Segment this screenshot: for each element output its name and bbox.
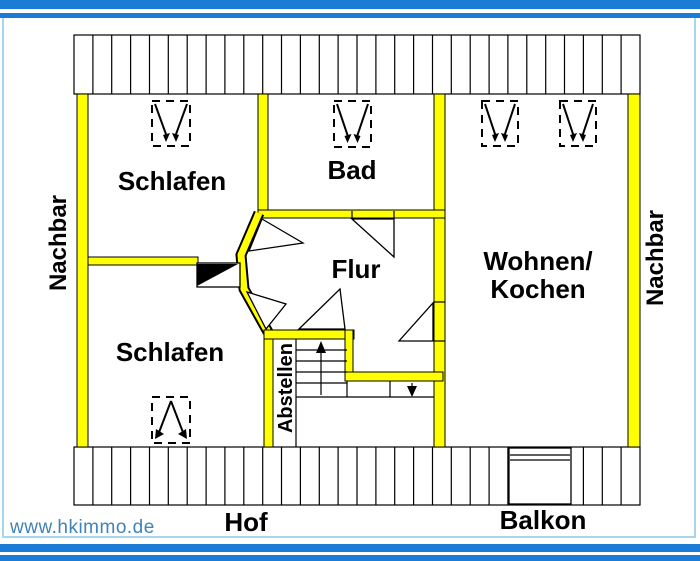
- opening-arrow-head: [570, 133, 577, 142]
- door-swings: [245, 218, 434, 342]
- roof-window-sash: [170, 400, 185, 436]
- top-border-stripe-outer: [0, 0, 700, 9]
- roof-window-sash: [484, 103, 497, 138]
- top-roof-band: [73, 34, 641, 95]
- roof-window-frame: [151, 100, 191, 147]
- room-label-wohnen-kochen: Wohnen/ Kochen: [483, 247, 592, 303]
- bottom-border-stripe-inner: [0, 544, 700, 552]
- room-label-flur: Flur: [331, 254, 381, 284]
- room-label-bad: Bad: [327, 155, 377, 185]
- right-outer-wall: [627, 93, 641, 448]
- schlafen-bad-divider-wall: [257, 93, 269, 216]
- stair-north-wall: [263, 329, 355, 340]
- roof-window-icon: [151, 100, 191, 147]
- room-label-abstellen: Abstellen: [275, 342, 297, 434]
- abstellen-west-wall: [263, 338, 274, 448]
- exterior-label-nachbar-left: Nachbar: [45, 194, 72, 292]
- exterior-label-hof: Hof: [224, 507, 268, 537]
- top-border-stripe-inner: [0, 13, 700, 18]
- flur-upper-door-swing-icon: [247, 218, 305, 252]
- opening-arrow-head: [579, 133, 586, 142]
- opening-arrow-head: [353, 134, 361, 143]
- stairs-up-arrow-icon: [316, 341, 326, 395]
- opening-arrow-head: [344, 134, 352, 143]
- opening-arrow-head: [163, 133, 170, 142]
- roof-window-sash: [174, 103, 188, 138]
- entrance-door-wedge: [197, 264, 238, 286]
- room-label-schlafen-top: Schlafen: [117, 166, 227, 196]
- opening-arrow-head: [501, 133, 508, 142]
- roof-window-icon: [481, 100, 519, 147]
- roof-window-icon: [151, 396, 191, 444]
- roof-window-icon: [559, 100, 597, 147]
- door-opening-ticks: [351, 211, 445, 342]
- opening-arrow-head: [178, 429, 187, 439]
- roof-window-sash: [336, 103, 350, 139]
- opening-arrow-head: [492, 133, 499, 142]
- roof-window-sash: [154, 103, 168, 138]
- down-arrow-head: [407, 386, 417, 397]
- room-label-wohnen-line1: Wohnen/: [483, 246, 593, 276]
- stair-door-swing-icon: [297, 287, 346, 330]
- roof-window-frame: [481, 100, 519, 147]
- roof-windows: [151, 100, 597, 444]
- bottom-roof-band: [73, 446, 641, 506]
- stairs-down-arrow-icon: [407, 383, 417, 397]
- balcony-door: [508, 447, 572, 505]
- stair-south-wall: [344, 371, 444, 382]
- roof-window-sash: [562, 103, 575, 138]
- roof-window-sash: [503, 103, 516, 138]
- roof-window-sash: [355, 103, 369, 139]
- roof-window-icon: [333, 100, 372, 148]
- opening-arrow-head: [155, 429, 164, 439]
- up-arrow-head: [316, 341, 326, 353]
- roof-window-frame: [151, 396, 191, 444]
- flur-lower-door-swing-icon: [245, 290, 288, 331]
- opening-arrow-head: [172, 133, 179, 142]
- roof-window-frame: [559, 100, 597, 147]
- roof-window-frame: [333, 100, 372, 148]
- wohnen-door-swing-icon: [397, 301, 434, 342]
- roof-window-sash: [581, 103, 594, 138]
- balcony-door-symbol: [508, 447, 572, 505]
- left-outer-wall: [76, 93, 89, 448]
- exterior-label-balkon: Balkon: [499, 505, 587, 535]
- content-frame: [2, 18, 696, 538]
- watermark-url: www.hkimmo.de: [10, 517, 155, 538]
- wohnen-west-wall: [433, 93, 446, 448]
- entrance-door-icon: [196, 262, 241, 288]
- room-label-schlafen-bottom: Schlafen: [115, 337, 225, 367]
- top-roof-band-hatching: [92, 35, 622, 94]
- exterior-label-nachbar-right: Nachbar: [642, 209, 669, 307]
- bottom-border-stripe-outer: [0, 555, 700, 561]
- room-label-wohnen-line2: Kochen: [490, 274, 586, 304]
- schlafen-divider-wall: [87, 256, 199, 266]
- roof-window-sash: [157, 400, 172, 436]
- staircase: [295, 339, 434, 447]
- bad-door-swing-icon: [350, 218, 395, 259]
